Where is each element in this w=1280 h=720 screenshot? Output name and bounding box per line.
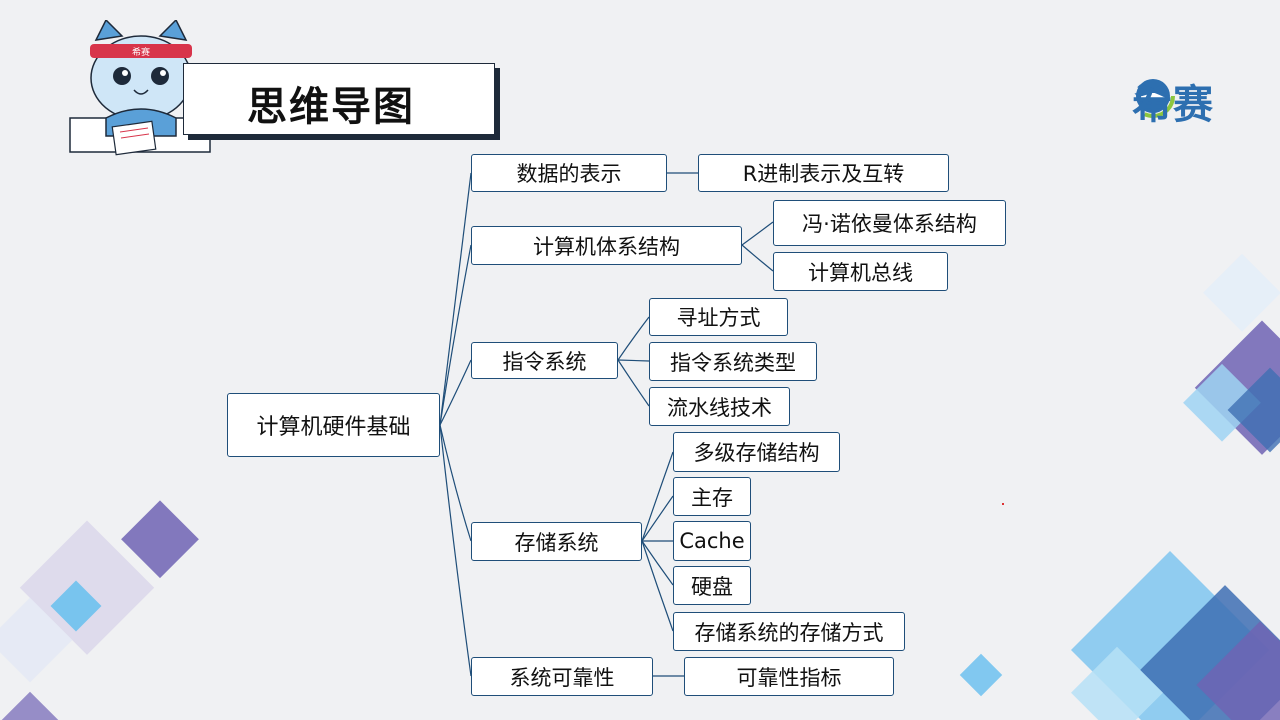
title-box bbox=[183, 63, 495, 135]
leaf-node-von-neumann: 冯·诺依曼体系结构 bbox=[773, 200, 1006, 246]
branch-node-reliability: 系统可靠性 bbox=[471, 657, 653, 696]
mindmap-root-node: 计算机硬件基础 bbox=[227, 393, 440, 457]
xisai-e-logo-icon bbox=[1131, 74, 1175, 118]
branch-node-storage-system: 存储系统 bbox=[471, 522, 642, 561]
cat-mascot-icon: 希赛 bbox=[69, 20, 211, 156]
leaf-node-computer-bus: 计算机总线 bbox=[773, 252, 948, 291]
leaf-node-storage-methods: 存储系统的存储方式 bbox=[673, 612, 905, 651]
mascot-headband-text: 希赛 bbox=[132, 46, 150, 58]
leaf-node-instruction-types: 指令系统类型 bbox=[649, 342, 817, 381]
branch-node-data-representation: 数据的表示 bbox=[471, 154, 667, 192]
red-dot-mark bbox=[1002, 503, 1004, 505]
branch-node-instruction-system: 指令系统 bbox=[471, 342, 618, 379]
page-title: 思维导图 bbox=[247, 84, 415, 130]
leaf-node-memory-hierarchy: 多级存储结构 bbox=[673, 432, 840, 472]
leaf-node-hard-disk: 硬盘 bbox=[673, 566, 751, 605]
branch-node-architecture: 计算机体系结构 bbox=[471, 226, 742, 265]
leaf-node-main-memory: 主存 bbox=[673, 477, 751, 516]
leaf-node-pipelining: 流水线技术 bbox=[649, 387, 790, 426]
leaf-node-cache: Cache bbox=[673, 521, 751, 561]
logo-text: 希赛 bbox=[1132, 82, 1214, 128]
decoration-right-diamonds bbox=[959, 253, 1280, 720]
leaf-node-radix-conversion: R进制表示及互转 bbox=[698, 154, 949, 192]
leaf-node-addressing-modes: 寻址方式 bbox=[649, 298, 788, 336]
leaf-node-reliability-metrics: 可靠性指标 bbox=[684, 657, 894, 696]
